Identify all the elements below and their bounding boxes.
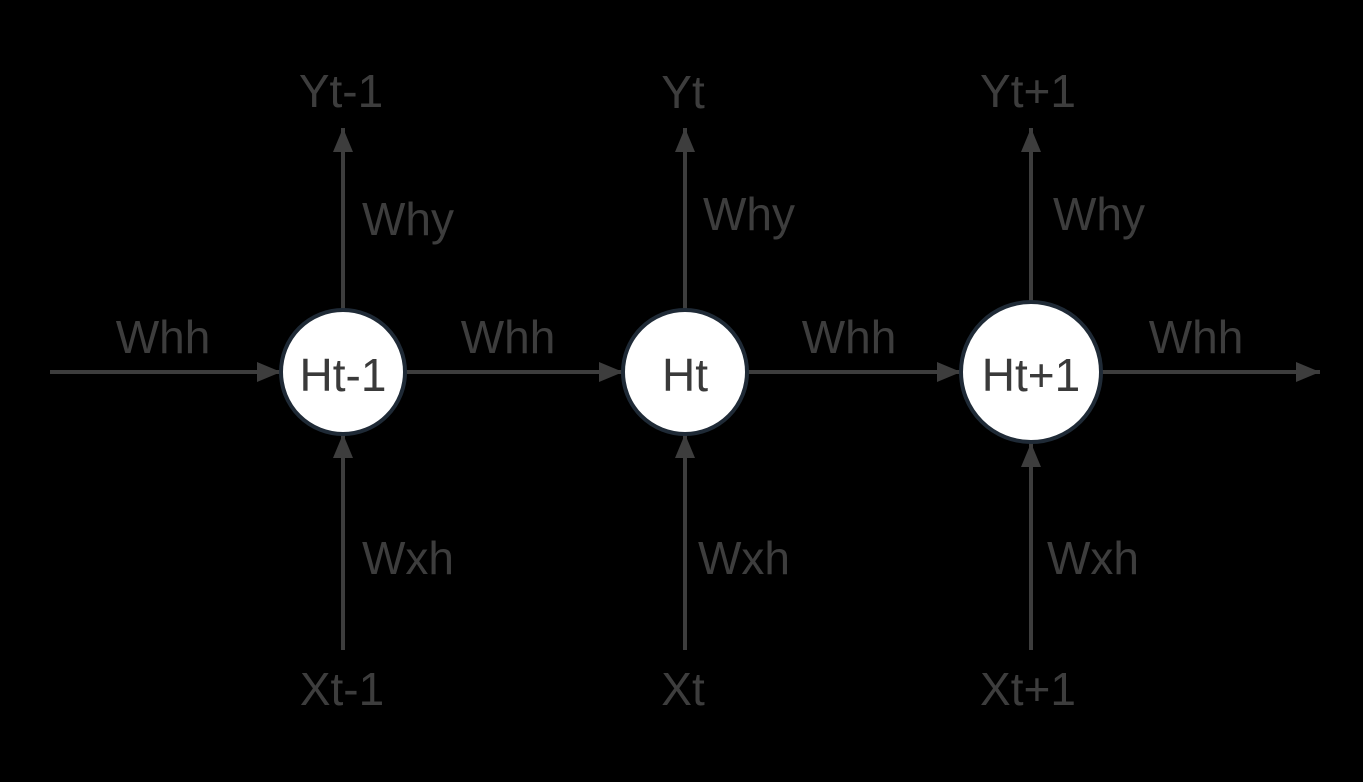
whh-label-1: Whh	[461, 311, 556, 363]
output-edges: Yt-1 Why Yt Why Yt+1 Why	[299, 65, 1145, 310]
input-edges: Xt-1 Wxh Xt Wxh Xt+1 Wxh	[300, 434, 1139, 715]
hidden-node-0: Ht-1	[279, 308, 407, 436]
why-label-0: Why	[362, 193, 454, 245]
input-label-0: Xt-1	[300, 663, 384, 715]
input-label-2: Xt+1	[980, 663, 1076, 715]
output-label-2: Yt+1	[980, 65, 1076, 117]
wxh-label-1: Wxh	[698, 532, 790, 584]
whh-label-0: Whh	[116, 311, 211, 363]
hidden-node-circle-0	[279, 308, 407, 436]
input-label-1: Xt	[661, 663, 705, 715]
hidden-node-1: Ht	[621, 308, 749, 436]
hidden-node-label-0: Ht-1	[300, 349, 387, 401]
why-label-2: Why	[1053, 188, 1145, 240]
hidden-node-label-2: Ht+1	[982, 349, 1080, 401]
whh-label-3: Whh	[1149, 311, 1244, 363]
hidden-node-circle-2	[959, 300, 1103, 444]
wxh-label-0: Wxh	[362, 532, 454, 584]
hidden-node-circle-1	[621, 308, 749, 436]
output-label-1: Yt	[661, 66, 705, 118]
hidden-node-label-1: Ht	[662, 349, 708, 401]
recurrent-chain: Whh Whh Whh Whh	[50, 311, 1320, 382]
output-label-0: Yt-1	[299, 65, 383, 117]
why-label-1: Why	[703, 188, 795, 240]
hidden-node-2: Ht+1	[959, 300, 1103, 444]
whh-label-2: Whh	[802, 311, 897, 363]
wxh-label-2: Wxh	[1047, 532, 1139, 584]
